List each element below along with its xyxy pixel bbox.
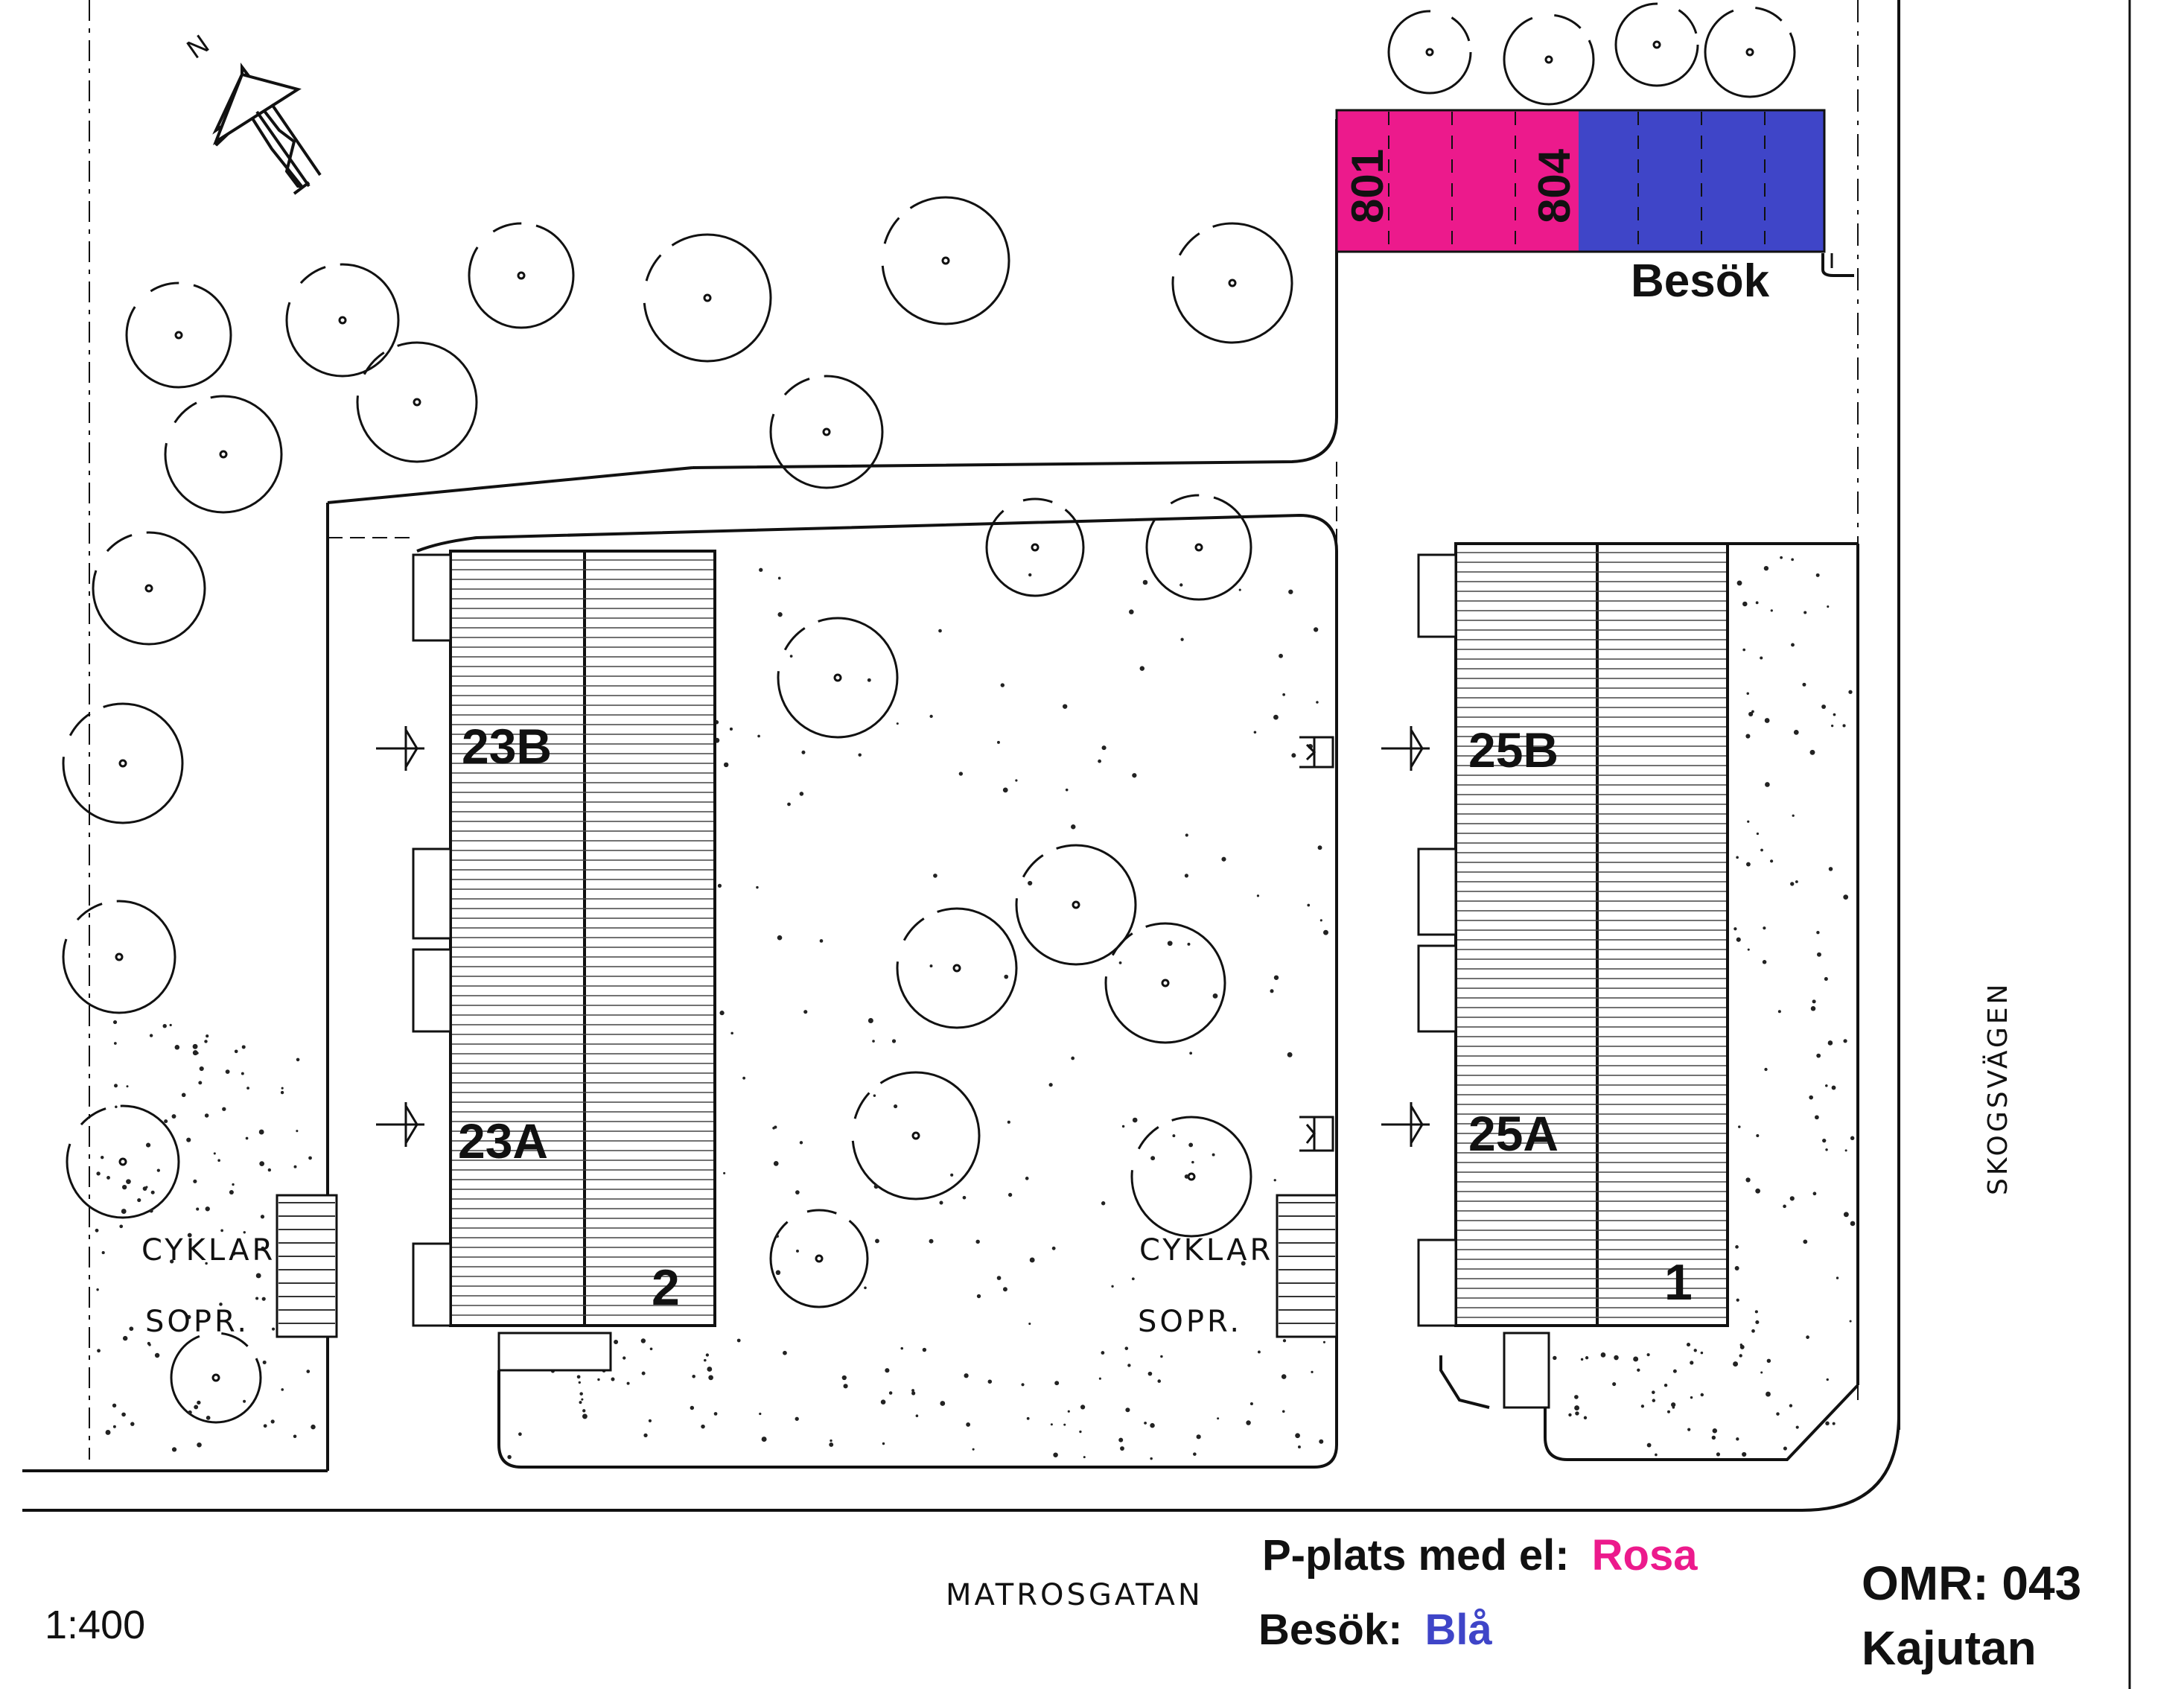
area-name: Kajutan	[1862, 1621, 2037, 1675]
shed-left: CYKLAR SOPR.	[141, 1194, 338, 1339]
building-23-number: 2	[652, 1259, 680, 1316]
tree-icon	[769, 375, 884, 489]
tree-icon	[777, 617, 899, 739]
visitor-parking-label: Besök	[1631, 255, 1770, 307]
north-label: N	[181, 28, 214, 64]
tree-trunk-icon	[1072, 900, 1080, 909]
entrance-25b-label: 25B	[1468, 722, 1559, 777]
waste-label-left: SOPR.	[145, 1305, 249, 1339]
tree-trunk-icon	[833, 673, 842, 682]
tree-trunk-icon	[1425, 48, 1434, 57]
tree-icon	[1104, 922, 1226, 1044]
tree-icon	[62, 900, 176, 1014]
parking-space-801: 801	[1343, 149, 1392, 223]
legend-ev-word: Rosa	[1592, 1531, 1699, 1580]
trees	[62, 2, 1796, 1424]
tree-icon	[1387, 10, 1472, 95]
tree-trunk-icon	[1194, 543, 1203, 552]
parking-lot: 801 804 Besök	[1335, 109, 1826, 307]
tree-icon	[66, 1104, 180, 1219]
tree-trunk-icon	[952, 964, 961, 973]
legend: P-plats med el: Rosa Besök: Blå	[1258, 1531, 1698, 1654]
legend-ev-prefix: P-plats med el:	[1262, 1531, 1570, 1580]
tree-icon	[62, 702, 184, 824]
tree-trunk-icon	[413, 398, 421, 407]
entrance-23a-label: 23A	[458, 1113, 548, 1168]
tree-icon	[1614, 2, 1699, 87]
tree-trunk-icon	[703, 293, 712, 302]
tree-icon	[164, 395, 283, 514]
tree-icon	[1171, 222, 1293, 344]
tree-icon	[643, 233, 772, 363]
shed-right: CYKLAR SOPR.	[1138, 1194, 1338, 1339]
bikes-label-left: CYKLAR	[141, 1233, 276, 1267]
tree-trunk-icon	[1187, 1172, 1196, 1181]
tree-icon	[468, 222, 575, 329]
legend-visitor-word: Blå	[1425, 1606, 1493, 1654]
tree-trunk-icon	[815, 1254, 824, 1263]
tree-icon	[1503, 13, 1595, 106]
tree-icon	[881, 196, 1010, 325]
building-23: 23B 23A 2	[376, 550, 716, 1372]
tree-icon	[356, 341, 478, 463]
tree-trunk-icon	[211, 1373, 220, 1382]
building-25-number: 1	[1664, 1254, 1693, 1311]
tree-icon	[769, 1209, 869, 1308]
tree-icon	[92, 531, 206, 646]
tree-trunk-icon	[219, 450, 228, 459]
tree-trunk-icon	[1745, 48, 1754, 57]
legend-visitor-row: Besök: Blå	[1258, 1606, 1493, 1654]
tree-trunk-icon	[1161, 979, 1170, 987]
visitor-parking-area	[1579, 110, 1824, 252]
tree-icon	[851, 1071, 981, 1200]
tree-trunk-icon	[118, 1157, 127, 1166]
waste-label-right: SOPR.	[1138, 1305, 1242, 1339]
parking-space-804: 804	[1529, 148, 1579, 223]
tree-trunk-icon	[338, 316, 347, 325]
tree-trunk-icon	[1544, 55, 1553, 64]
tree-trunk-icon	[517, 271, 526, 280]
tree-icon	[1145, 494, 1252, 601]
tree-trunk-icon	[822, 427, 831, 436]
tree-icon	[125, 282, 232, 389]
tree-trunk-icon	[1228, 279, 1237, 287]
tree-icon	[285, 263, 400, 378]
entrance-25a-label: 25A	[1468, 1106, 1559, 1161]
tree-icon	[1015, 844, 1137, 966]
ev-parking-area	[1337, 110, 1579, 252]
north-arrow-icon: N	[181, 28, 322, 195]
tree-trunk-icon	[1031, 543, 1040, 552]
tree-trunk-icon	[118, 759, 127, 768]
tree-trunk-icon	[911, 1131, 920, 1140]
tree-trunk-icon	[941, 256, 950, 265]
tree-icon	[1130, 1116, 1252, 1238]
area-code: OMR: 043	[1862, 1556, 2081, 1610]
tree-icon	[985, 497, 1085, 597]
scale-label: 1:400	[45, 1603, 145, 1647]
street-name-skogsvagen: SKOGSVÄGEN	[1982, 982, 2013, 1195]
tree-icon	[1704, 6, 1796, 98]
legend-ev-row: P-plats med el: Rosa	[1262, 1531, 1698, 1580]
tree-icon	[896, 907, 1018, 1029]
tree-trunk-icon	[1652, 40, 1661, 49]
entrance-23b-label: 23B	[462, 719, 552, 774]
tree-trunk-icon	[115, 952, 124, 961]
tree-trunk-icon	[144, 584, 153, 593]
bikes-label-right: CYKLAR	[1139, 1233, 1273, 1267]
street-name-matrosgatan: MATROSGATAN	[946, 1578, 1203, 1612]
tree-trunk-icon	[174, 331, 183, 340]
building-25: 25B 25A 1	[1299, 542, 1729, 1409]
tree-icon	[170, 1332, 262, 1424]
legend-visitor-prefix: Besök:	[1258, 1606, 1402, 1654]
